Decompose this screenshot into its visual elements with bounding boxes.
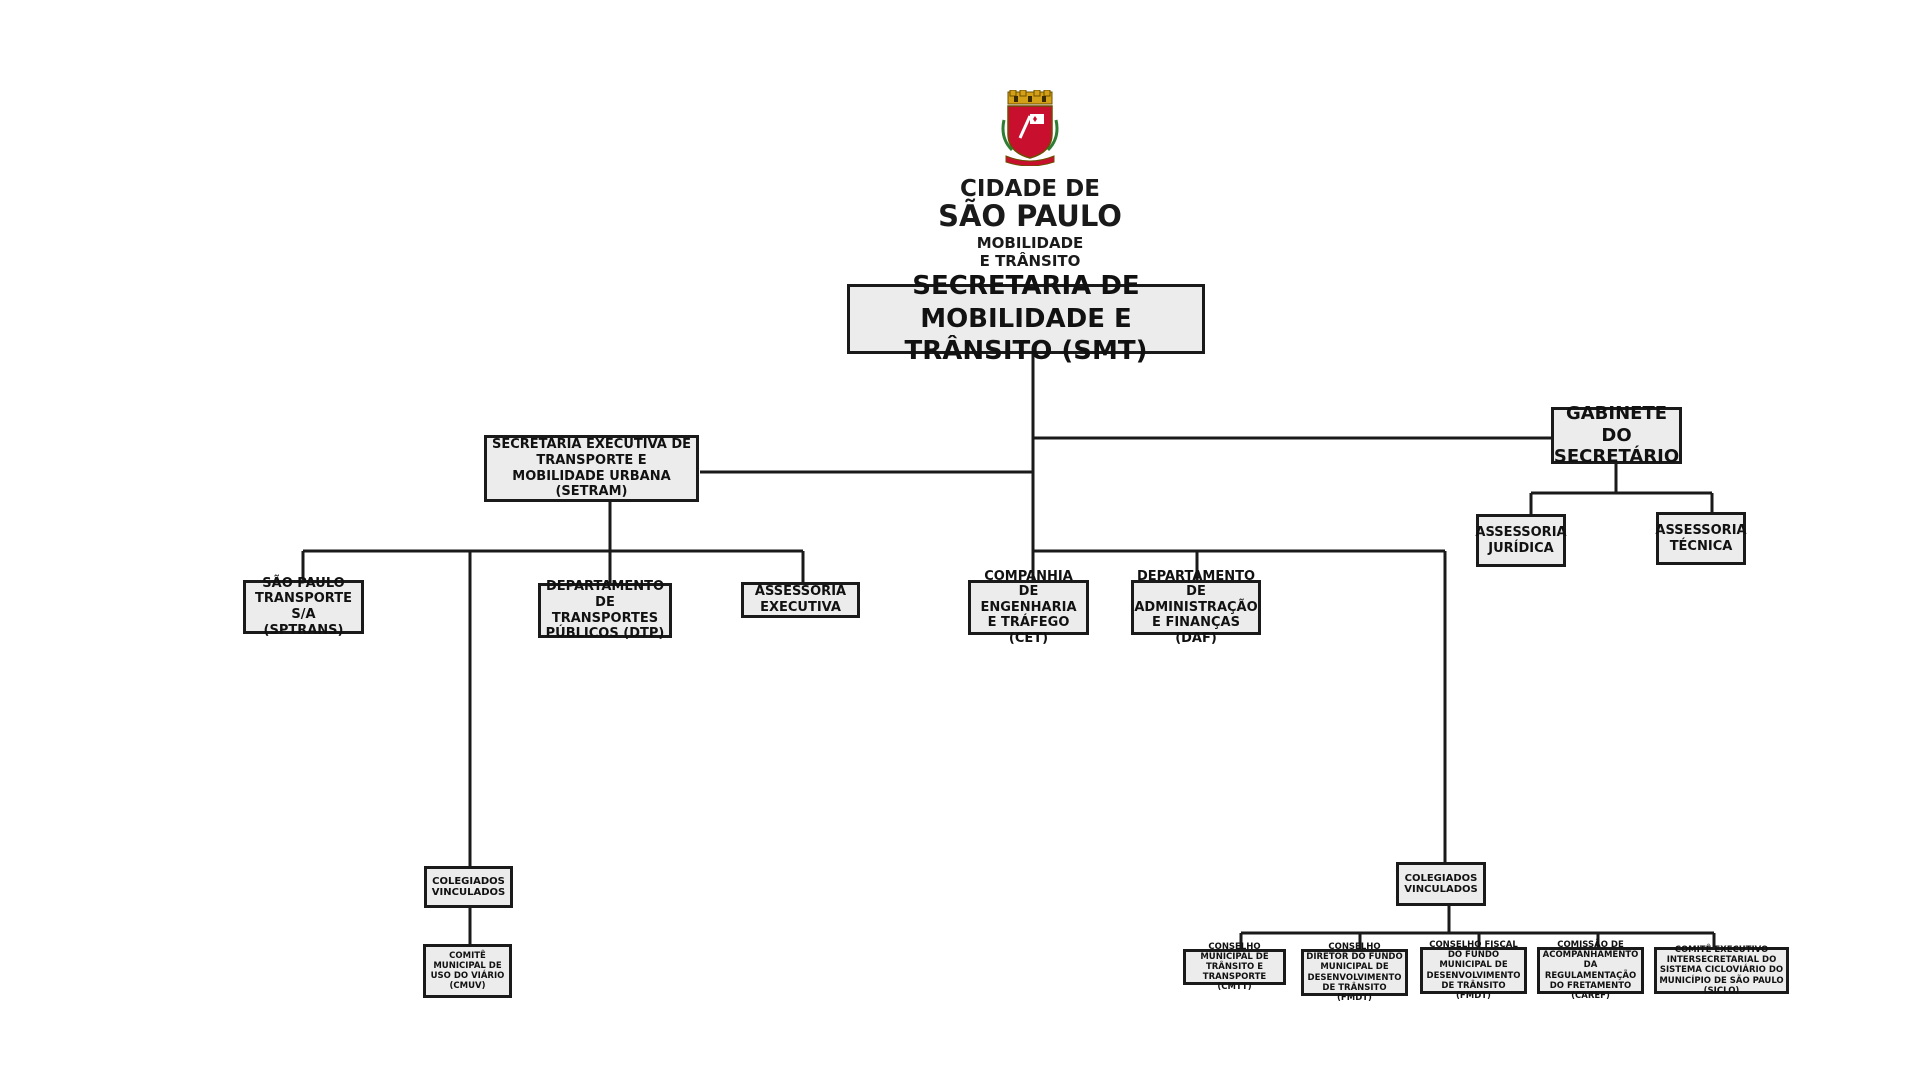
node-setram: SECRETARIA EXECUTIVA DE TRANSPORTE E MOB… xyxy=(484,435,699,502)
node-caref: COMISSÃO DE ACOMPANHAMENTO DA REGULAMENT… xyxy=(1537,940,1644,1001)
node-smt: SECRETARIA DE MOBILIDADE E TRÂNSITO (SMT… xyxy=(847,271,1205,366)
logo-line-1: CIDADE DE xyxy=(960,176,1100,202)
city-logo: CIDADE DE SÃO PAULO MOBILIDADE E TRÂNSIT… xyxy=(938,90,1122,270)
node-assessoria-tecnica: ASSESSORIA TÉCNICA xyxy=(1655,512,1747,565)
node-siclo: COMITÊ EXECUTIVO INTERSECRETARIAL DO SIS… xyxy=(1654,945,1789,996)
node-cmtt: CONSELHO MUNICIPAL DE TRÂNSITO E TRANSPO… xyxy=(1183,942,1286,992)
node-gabinete-do-secretario: GABINETE DO SECRETÁRIO xyxy=(1551,403,1682,467)
node-sptrans: SÃO PAULO TRANSPORTE S/A (SPTRANS) xyxy=(243,576,364,638)
logo-line-3: MOBILIDADE xyxy=(976,234,1084,252)
node-assessoria-juridica: ASSESSORIA JURÍDICA xyxy=(1475,514,1567,567)
node-cet: COMPANHIA DE ENGENHARIA E TRÁFEGO (CET) xyxy=(968,569,1089,646)
node-colegiados-vinculados-left: COLEGIADOS VINCULADOS xyxy=(424,866,513,908)
node-cmuv: COMITÊ MUNICIPAL DE USO DO VIÁRIO (CMUV) xyxy=(423,944,512,998)
node-fmdt-conselho-fiscal: CONSELHO FISCAL DO FUNDO MUNICIPAL DE DE… xyxy=(1420,940,1527,1001)
logo-line-4: E TRÂNSITO xyxy=(979,252,1081,270)
node-daf: DEPARTAMENTO DE ADMINISTRAÇÃO E FINANÇAS… xyxy=(1131,569,1261,646)
node-assessoria-executiva: ASSESSORIA EXECUTIVA xyxy=(741,582,860,618)
node-colegiados-vinculados-right: COLEGIADOS VINCULADOS xyxy=(1396,862,1486,906)
node-fmdt-conselho-diretor: CONSELHO DIRETOR DO FUNDO MUNICIPAL DE D… xyxy=(1301,942,1408,1003)
logo-line-2: SÃO PAULO xyxy=(938,199,1122,233)
sao-paulo-coat-of-arms-icon xyxy=(1001,90,1059,166)
node-dtp: DEPARTAMENTO DE TRANSPORTES PÚBLICOS (DT… xyxy=(538,579,672,641)
